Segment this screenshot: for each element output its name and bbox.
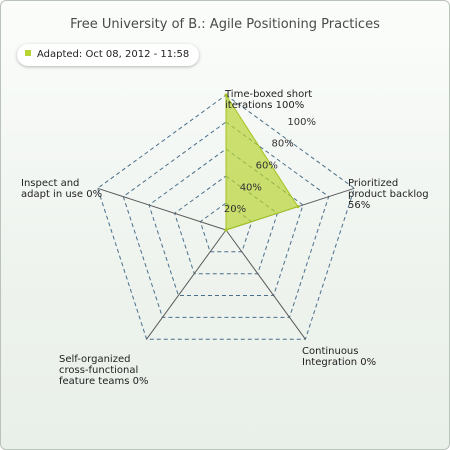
legend-swatch (25, 50, 31, 56)
grid-ring (199, 202, 253, 253)
scale-label: 20% (224, 204, 246, 215)
data-point (224, 93, 228, 97)
axis-spoke (225, 229, 306, 340)
data-point (296, 205, 300, 209)
data-point (224, 228, 228, 232)
scale-label: 80% (272, 139, 294, 150)
grid-ring (122, 121, 330, 318)
axis-spoke (146, 229, 227, 340)
legend-label: Adapted: Oct 08, 2012 - 11:58 (37, 49, 190, 60)
series-area (225, 93, 299, 231)
scale-label: 40% (240, 182, 262, 193)
scale-label: 100% (287, 117, 316, 128)
axis-spoke (97, 187, 227, 231)
chart-title: Free University of B.: Agile Positioning… (70, 17, 380, 32)
scale-label: 60% (256, 161, 278, 172)
grid-ring (97, 94, 355, 340)
legend: Adapted: Oct 08, 2012 - 11:58 (17, 44, 200, 66)
